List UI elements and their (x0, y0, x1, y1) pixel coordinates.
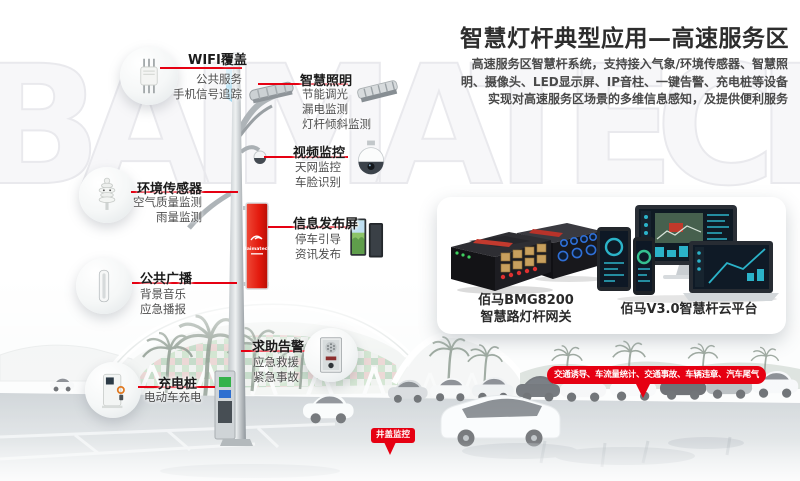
callout-video-subs: 天网监控 车脸识别 (295, 160, 341, 189)
callout-charging-title: 充电桩 (158, 377, 198, 392)
column-speaker-icon (76, 258, 132, 314)
wifi-ap-icon (120, 47, 178, 105)
callout-charging-line (138, 386, 215, 388)
callout-wifi-title: WIFI覆盖 (188, 53, 247, 68)
platform-label: 佰马V3.0智慧杆云平台 (620, 302, 758, 317)
gateway-label: 佰马BMG8200 智慧路灯杆网关 (478, 293, 574, 325)
callout-broadcast-title: 公共广播 (140, 272, 193, 287)
sos-intercom-icon (304, 328, 358, 382)
callout-lighting-title: 智慧照明 (300, 74, 353, 89)
ev-charger-icon (85, 362, 141, 418)
gateway-device-image (451, 223, 603, 294)
callout-video-line (264, 156, 348, 158)
callout-sos-title: 求助告警 (252, 340, 305, 355)
page-title: 智慧灯杆典型应用—高速服务区 (460, 26, 789, 52)
callout-charging-subs: 电动车充电 (144, 390, 202, 404)
products-card: 佰马BMG8200 智慧路灯杆网关 (437, 197, 786, 334)
callout-broadcast-line (132, 282, 237, 284)
callout-lighting-subs: 节能调光 漏电监测 灯杆倾斜监测 (302, 87, 371, 131)
callout-wifi-subs: 公共服务 手机信号追踪 (173, 72, 242, 101)
callout-sos-line (241, 350, 307, 352)
callout-display-title: 信息发布屏 (293, 217, 359, 232)
callout-env-line (131, 191, 238, 193)
callout-wifi-line (160, 67, 242, 69)
callout-broadcast-subs: 背景音乐 应急播报 (140, 287, 186, 316)
callout-video-title: 视频监控 (293, 146, 346, 161)
dome-camera-icon (349, 138, 393, 188)
callout-env-subs: 空气质量监测 雨量监测 (133, 195, 202, 224)
intro-paragraph: 高速服务区智慧杆系统，支持接入气象/环境传感器、智慧照 明、摄像头、LED显示屏… (460, 57, 788, 106)
pole-banner-logo: Baimatech (243, 246, 270, 252)
callout-lighting-line (258, 83, 348, 85)
manhole-badge-pointer (384, 442, 396, 455)
weather-sensor-icon (79, 167, 135, 223)
led-streetlight-icon (352, 70, 404, 114)
traffic-badge: 交通诱导、车流量统计、交通事故、车辆违章、汽车尾气 (547, 366, 767, 384)
cloud-platform-devices-image (597, 205, 779, 303)
led-display-icon (345, 214, 391, 266)
callout-env-title: 环境传感器 (137, 182, 203, 197)
traffic-badge-pointer (635, 382, 651, 398)
callout-display-line (268, 226, 358, 228)
callout-sos-subs: 应急救援 紧急事故 (253, 355, 299, 384)
manhole-badge: 井盖监控 (371, 428, 416, 443)
callout-display-subs: 停车引导 资讯发布 (295, 232, 341, 261)
